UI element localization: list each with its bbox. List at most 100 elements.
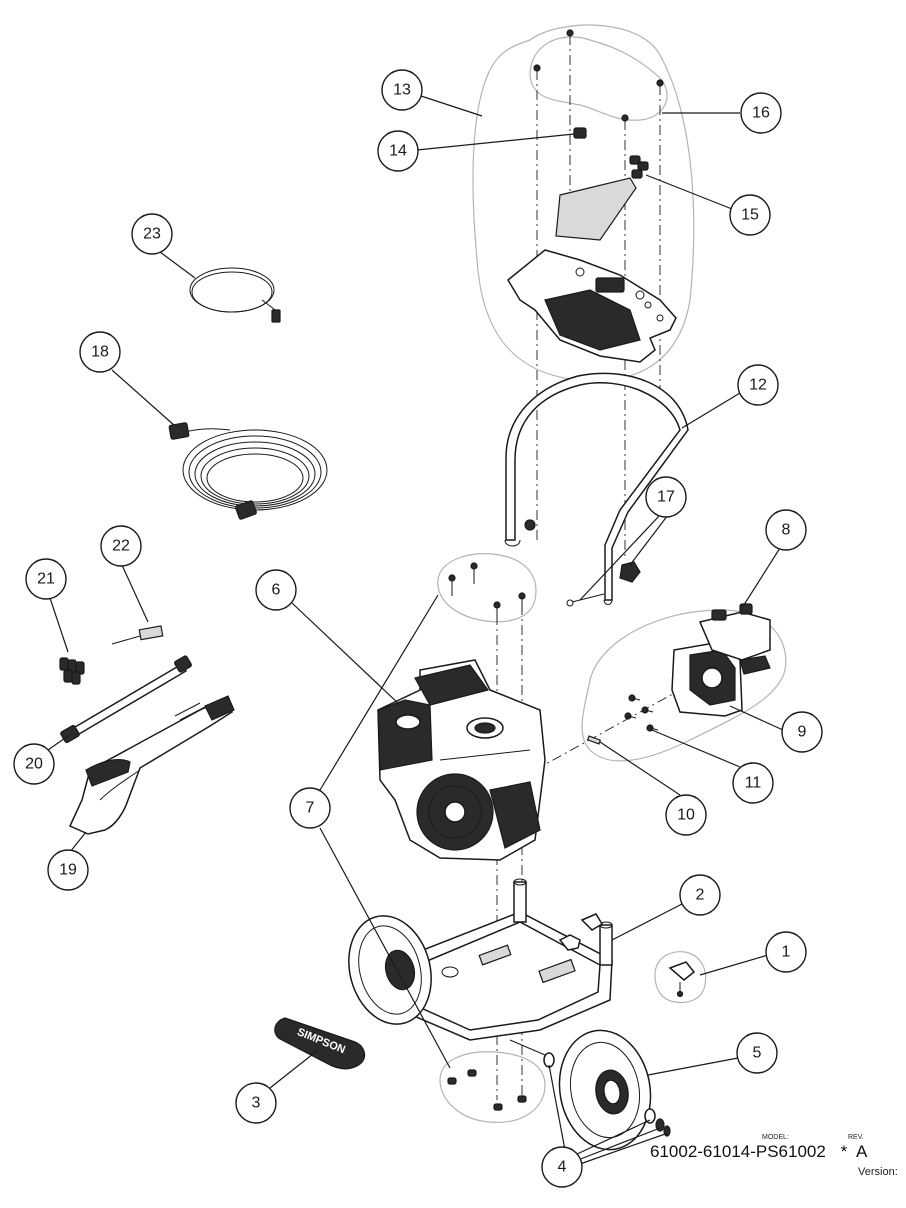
- wheel-left: [348, 915, 432, 1025]
- leader-20: [47, 735, 69, 751]
- control-panel: [507, 177, 677, 363]
- handle-knob-and-pin: [566, 561, 641, 607]
- callout-label-5: 5: [753, 1045, 762, 1062]
- leader-9: [729, 705, 784, 731]
- leader-5: [647, 1057, 739, 1076]
- leader-11: [651, 729, 741, 768]
- leader-7b: [319, 827, 451, 1069]
- centerline-pump: [534, 689, 681, 771]
- callout-label-15: 15: [741, 207, 759, 224]
- callout-16: 16: [740, 92, 782, 134]
- base-frame: [370, 878, 613, 1056]
- nozzle-set: [59, 657, 85, 685]
- spray-gun: [69, 695, 235, 835]
- leader-4a: [548, 1064, 566, 1151]
- model-asterisk: *: [840, 1142, 848, 1161]
- callout-label-7: 7: [306, 800, 315, 817]
- callout-22: 22: [100, 525, 142, 567]
- callout-18: 18: [79, 331, 121, 373]
- simpson-grip-sleeve: SIMPSON: [274, 1017, 366, 1070]
- leader-23: [159, 251, 196, 279]
- callout-3: 3: [235, 1082, 277, 1124]
- leader-4d: [579, 1132, 669, 1165]
- leader-8: [741, 547, 781, 609]
- console-knob-left: [573, 127, 587, 139]
- pump: [671, 603, 771, 717]
- title-block: MODEL: REV. 61002-61014-PS61002 * A Vers…: [640, 1132, 900, 1202]
- callout-label-1: 1: [782, 944, 791, 961]
- leader-3: [269, 1049, 319, 1089]
- callout-label-19: 19: [59, 862, 77, 879]
- leader-13: [417, 94, 483, 117]
- callout-9: 9: [781, 711, 823, 753]
- leader-14: [416, 133, 575, 151]
- callout-12: 12: [737, 364, 779, 406]
- rev-label: REV.: [848, 1134, 864, 1141]
- model-number-value: 61002-61014-PS61002: [650, 1142, 826, 1161]
- callout-17: 17: [645, 476, 687, 518]
- callout-2: 2: [679, 874, 721, 916]
- spray-lance: [60, 655, 192, 744]
- callout-1: 1: [765, 931, 807, 973]
- nozzle-cleaner: [111, 625, 164, 645]
- callout-label-8: 8: [782, 522, 791, 539]
- version-label: Version:: [858, 1166, 898, 1178]
- callout-label-18: 18: [91, 344, 109, 361]
- high-pressure-hose: [168, 422, 328, 520]
- engine: [377, 659, 546, 861]
- callout-6: 6: [255, 569, 297, 611]
- group-bubble-base-nuts: [439, 1051, 546, 1123]
- callout-label-10: 10: [677, 807, 695, 824]
- callout-label-2: 2: [696, 887, 705, 904]
- leader-4c: [577, 1127, 661, 1161]
- callout-4: 4: [541, 1146, 583, 1188]
- callout-label-4: 4: [558, 1159, 567, 1176]
- leader-17a: [579, 514, 661, 601]
- leader-18: [111, 369, 176, 427]
- pump-bolts: [624, 694, 659, 732]
- callout-label-11: 11: [745, 775, 762, 792]
- callout-label-14: 14: [389, 143, 407, 160]
- callout-10: 10: [665, 794, 707, 836]
- leader-19: [69, 831, 87, 853]
- callout-19: 19: [47, 849, 89, 891]
- leader-4b: [574, 1119, 651, 1156]
- rev-value: A: [856, 1142, 868, 1161]
- callout-label-13: 13: [393, 82, 411, 99]
- pump-key: [586, 735, 602, 745]
- handle-frame: [504, 372, 689, 605]
- model-label: MODEL:: [762, 1134, 789, 1141]
- spray-hose-small-coil: [189, 267, 281, 323]
- leader-7a: [319, 594, 439, 791]
- group-bubble-clip: [654, 951, 707, 1004]
- leader-10: [599, 741, 681, 796]
- callout-label-9: 9: [798, 724, 807, 741]
- callout-label-22: 22: [112, 538, 130, 555]
- callout-label-16: 16: [752, 105, 770, 122]
- callout-5: 5: [736, 1032, 778, 1074]
- leader-22: [121, 564, 149, 623]
- leader-21: [49, 597, 69, 653]
- group-bubble-pump: [581, 609, 787, 762]
- callout-13: 13: [381, 69, 423, 111]
- leader-12: [681, 392, 741, 429]
- console-knob-right: [629, 155, 649, 179]
- callout-label-17: 17: [657, 489, 675, 506]
- wheel-right: [558, 1029, 652, 1151]
- group-bubble-engine-bolts: [437, 553, 537, 623]
- leader-2: [611, 903, 683, 941]
- callout-label-20: 20: [25, 756, 43, 773]
- callout-15: 15: [729, 194, 771, 236]
- callout-label-12: 12: [749, 377, 767, 394]
- callout-23: 23: [131, 213, 173, 255]
- callout-label-23: 23: [143, 226, 161, 243]
- engine-mount-bolts: [448, 562, 526, 622]
- callout-8: 8: [765, 509, 807, 551]
- callout-7: 7: [289, 787, 331, 829]
- hose-clip: [580, 913, 696, 998]
- leader-1: [699, 954, 769, 976]
- callout-14: 14: [377, 130, 419, 172]
- leader-6: [291, 602, 401, 706]
- leader-17b: [629, 514, 669, 566]
